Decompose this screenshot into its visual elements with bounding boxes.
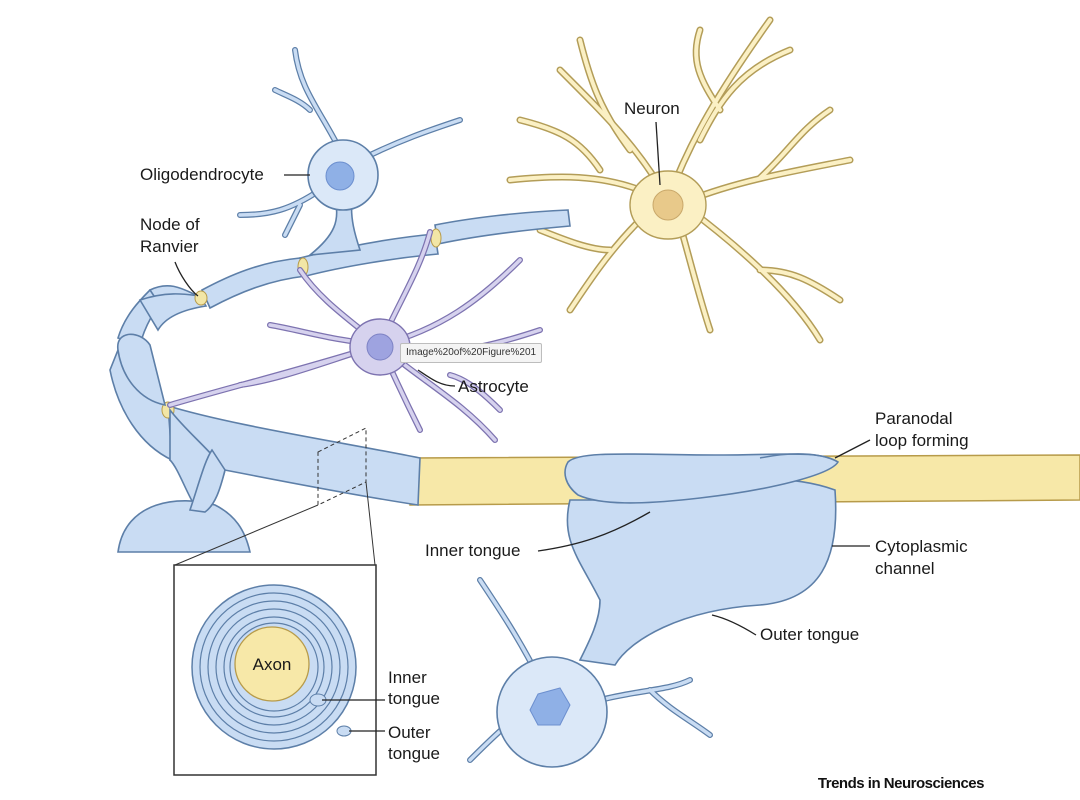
oligodendrocyte-nucleus [325, 161, 355, 191]
oligo-process [188, 448, 226, 513]
image-tooltip: Image%20of%20Figure%201 [400, 343, 543, 363]
myelin-bulge [117, 333, 167, 407]
inset-inner-tongue-label-1: Inner [388, 668, 427, 687]
astrocyte-nucleus [366, 333, 394, 361]
oligodendrocyte-lower-left [117, 448, 252, 553]
inset-outer-tongue-label-1: Outer [388, 723, 431, 742]
node-of-ranvier-label-2: Ranvier [140, 237, 199, 256]
myelin-segment [138, 293, 208, 332]
neuron-label: Neuron [624, 99, 680, 118]
cytoplasmic-channel-label-1: Cytoplasmic [875, 537, 968, 556]
myelin-segment [434, 209, 571, 245]
cytoplasmic-channel-label-2: channel [875, 559, 935, 578]
myelin-sheet-unrolled [467, 453, 840, 768]
myelin-segment [164, 403, 421, 506]
node-of-ranvier-label-1: Node of [140, 215, 200, 234]
oligo-process-to-myelin [307, 199, 362, 257]
oligo-soma-partial [117, 500, 252, 553]
myelin-segment [200, 257, 308, 310]
outer-tongue-label: Outer tongue [760, 625, 859, 644]
paranodal-loop [564, 453, 840, 504]
node-of-ranvier [194, 290, 208, 306]
cross-section-inset: Axon Inner tongue Outer tongue [173, 564, 440, 776]
neuron-nucleus [652, 189, 684, 221]
oligodendrocyte-nucleus-lower [529, 687, 571, 726]
paranodal-label-2: loop forming [875, 431, 969, 450]
neuron [506, 16, 854, 344]
inner-tongue-label: Inner tongue [425, 541, 520, 560]
journal-credit: Trends in Neurosciences [817, 775, 985, 792]
astrocyte [167, 229, 543, 443]
inset-outer-tongue [336, 725, 352, 737]
axon-cross-section [234, 626, 310, 702]
astrocyte-label: Astrocyte [458, 377, 529, 396]
labels: Neuron Oligodendrocyte Node of Ranvier A… [140, 99, 969, 644]
inset-inner-tongue-label-2: tongue [388, 689, 440, 708]
zoom-indicator [174, 427, 376, 566]
oligodendrocyte-label: Oligodendrocyte [140, 165, 264, 184]
oligodendrocyte-upper [237, 47, 463, 257]
paranodal-label-1: Paranodal [875, 409, 953, 428]
inset-outer-tongue-label-2: tongue [388, 744, 440, 763]
axon-label: Axon [253, 655, 292, 674]
